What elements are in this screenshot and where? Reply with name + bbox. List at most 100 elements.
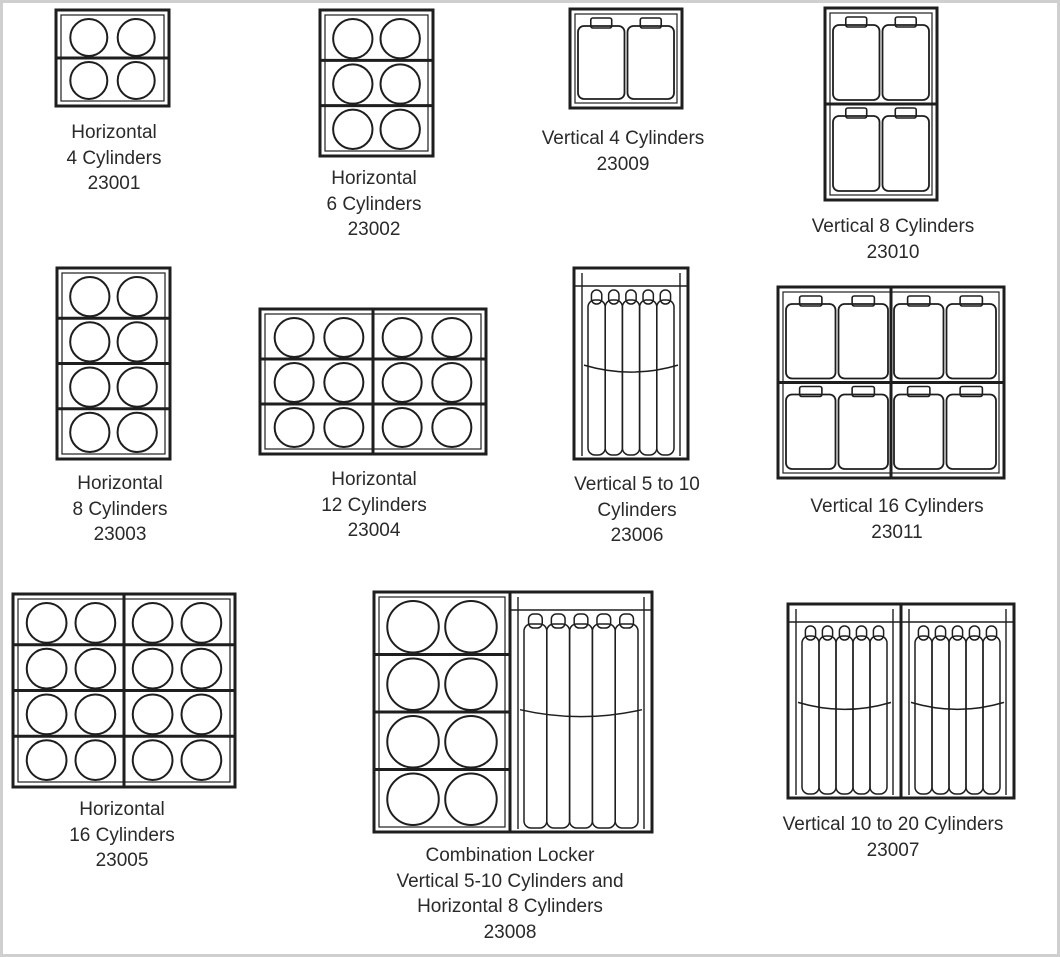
cylinder-end <box>69 366 111 408</box>
cylinder <box>832 24 881 101</box>
valve-cap <box>589 17 613 29</box>
caption-line: Vertical 10 to 20 Cylinders <box>782 814 1004 835</box>
cylinder-end <box>131 739 174 781</box>
cylinder-end <box>131 647 174 690</box>
cylinder-end <box>25 739 68 781</box>
caption-line: Horizontal <box>331 168 417 189</box>
caption-line: Vertical 5-10 Cylinders and <box>396 870 624 892</box>
cylinder-end <box>74 739 117 781</box>
cylinder-end <box>273 317 315 358</box>
cylinder-end <box>116 411 158 453</box>
locker-23011 <box>776 285 1006 480</box>
caption-23008: Combination Locker Vertical 5-10 Cylinde… <box>340 843 680 945</box>
locker-23010 <box>823 6 939 202</box>
cylinder-end <box>180 693 223 736</box>
cylinder-end <box>431 362 473 403</box>
locker-inner-frame <box>574 13 678 104</box>
cylinder <box>893 393 945 470</box>
cylinder-end <box>69 276 111 318</box>
caption-23011: Vertical 16 Cylinders 23011 <box>765 494 1029 545</box>
cylinder-end <box>379 63 421 105</box>
cylinder <box>818 635 837 795</box>
locker-23003 <box>55 266 172 461</box>
valve-cap <box>894 16 918 28</box>
caption-23001: Horizontal 4 Cylinders 23001 <box>30 120 198 197</box>
valve-cap <box>804 625 817 641</box>
cylinder-end <box>69 321 111 363</box>
cylinder-end <box>74 693 117 736</box>
valve-cap <box>844 16 868 28</box>
valve-cap <box>659 289 672 305</box>
caption-line: 23004 <box>347 520 401 541</box>
valve-cap <box>985 625 998 641</box>
cylinder-end <box>431 407 473 448</box>
valve-cap <box>573 613 589 629</box>
cylinder <box>801 635 820 795</box>
valve-cap <box>596 613 612 629</box>
locker-23002 <box>318 8 435 158</box>
cylinder <box>948 635 967 795</box>
cylinder <box>893 303 945 380</box>
caption-line: Horizontal 8 Cylinders <box>417 896 603 917</box>
cylinder <box>546 623 571 829</box>
cylinder <box>577 25 626 100</box>
caption-line: 23008 <box>483 921 537 943</box>
caption-line: Horizontal <box>331 469 417 490</box>
restraint-strap <box>797 701 892 711</box>
caption-line: 23001 <box>87 173 141 194</box>
valve-cap <box>821 625 834 641</box>
valve-cap <box>894 107 918 119</box>
cylinder <box>638 299 658 456</box>
valve-cap <box>798 295 823 307</box>
caption-line: 23005 <box>95 850 149 871</box>
caption-line: 6 Cylinders <box>326 193 422 215</box>
locker-frame <box>508 590 654 834</box>
caption-line: 23011 <box>871 521 923 543</box>
caption-line: Vertical 16 Cylinders <box>810 496 984 517</box>
cylinder-end <box>379 108 421 150</box>
cylinder-end <box>323 317 365 358</box>
locker-frame <box>572 266 690 461</box>
caption-line: 23006 <box>610 525 664 546</box>
cylinder-end <box>273 407 315 448</box>
cylinder <box>881 115 930 192</box>
valve-cap <box>844 107 868 119</box>
caption-line: 23003 <box>93 524 147 545</box>
cylinder-end <box>381 317 423 358</box>
valve-cap <box>959 295 984 307</box>
cylinder-end <box>116 321 158 363</box>
valve-cap <box>625 289 637 305</box>
cylinder-end <box>25 647 68 690</box>
cylinder <box>965 635 984 795</box>
caption-line: Horizontal <box>77 473 163 494</box>
caption-line: Combination Locker <box>425 845 595 866</box>
cylinder <box>621 299 641 456</box>
cylinder-end <box>386 715 440 769</box>
cylinder-end <box>180 739 223 781</box>
cylinder <box>604 299 624 456</box>
cylinder-end <box>431 317 473 358</box>
valve-cap <box>951 625 964 641</box>
cylinder <box>835 635 854 795</box>
valve-cap <box>798 385 823 398</box>
caption-line: 8 Cylinders <box>72 498 168 520</box>
caption-23003: Horizontal 8 Cylinders 23003 <box>36 471 204 548</box>
caption-line: 23010 <box>866 241 920 263</box>
locker-23009 <box>568 7 684 110</box>
caption-line: 23009 <box>596 153 650 175</box>
locker-23001 <box>54 8 171 108</box>
cylinder-end <box>444 772 498 826</box>
caption-line: Vertical 8 Cylinders <box>811 216 975 237</box>
cylinder-end <box>444 600 498 654</box>
caption-23009: Vertical 4 Cylinders 23009 <box>498 126 748 177</box>
locker-frame <box>568 7 684 110</box>
caption-line: 23002 <box>347 219 401 240</box>
cylinder-end <box>180 602 223 644</box>
cylinder-end <box>69 18 109 57</box>
cylinder-end <box>25 693 68 736</box>
caption-line: Horizontal <box>79 799 165 820</box>
restraint-strap <box>583 364 679 373</box>
valve-cap <box>838 625 851 641</box>
